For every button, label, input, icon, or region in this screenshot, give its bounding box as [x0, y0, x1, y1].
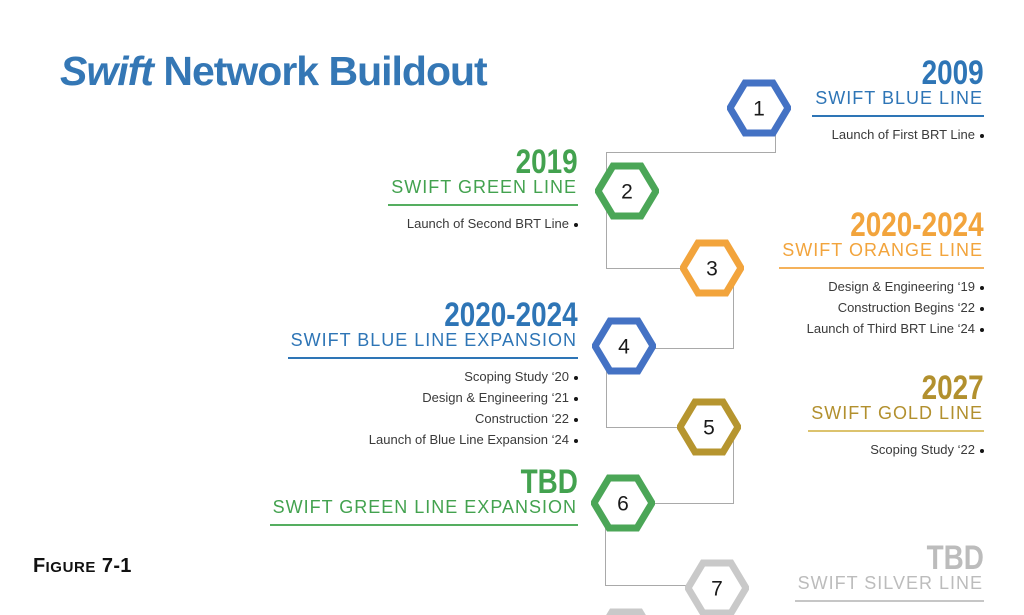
- bullet-dot-icon: [574, 397, 578, 401]
- connector-segment: [605, 585, 693, 586]
- milestone-bullet: Launch of First BRT Line: [554, 124, 984, 145]
- hexagon-node-5: 5: [677, 398, 741, 456]
- milestone-bullet-text: Launch of Blue Line Expansion ‘24: [368, 432, 569, 447]
- milestone-bullets: Launch of First BRT Line: [554, 124, 984, 145]
- milestone-year: 2019: [515, 143, 578, 181]
- milestone-line-name: SWIFT SILVER LINE: [794, 572, 984, 602]
- hexagon-shape: [727, 79, 791, 137]
- bullet-dot-icon: [980, 449, 984, 453]
- hexagon-number: 3: [706, 258, 718, 281]
- milestone-year: 2009: [921, 54, 984, 92]
- figure-number: 7-1: [101, 555, 132, 577]
- milestone-bullet-text: Scoping Study ‘20: [464, 369, 569, 384]
- milestone-bullet-text: Scoping Study ‘22: [870, 442, 975, 457]
- hexagon-node-cutoff: [606, 608, 646, 615]
- connector-segment: [606, 152, 776, 153]
- hexagon-node-2: 2: [595, 162, 659, 220]
- hexagon-shape: [592, 317, 656, 375]
- milestone-year: 2027: [921, 369, 984, 407]
- figure-word: F: [33, 555, 46, 577]
- milestone-bullets: Scoping Study ‘22: [554, 439, 984, 460]
- milestone-line-name: SWIFT ORANGE LINE: [779, 239, 984, 269]
- hexagon-node-4: 4: [592, 317, 656, 375]
- hexagon-number: 7: [711, 578, 723, 601]
- bullet-dot-icon: [980, 134, 984, 138]
- bullet-dot-icon: [980, 286, 984, 290]
- bullet-dot-icon: [574, 223, 578, 227]
- hexagon-number: 6: [617, 493, 629, 516]
- milestone-year: 2020-2024: [444, 296, 578, 334]
- bullet-dot-icon: [574, 439, 578, 443]
- milestone-bullet: Construction Begins ‘22: [554, 297, 984, 318]
- connector-segment: [606, 427, 684, 428]
- figure-label: FIGURE 7-1: [33, 555, 132, 577]
- title-rest: Network Buildout: [152, 48, 487, 94]
- hexagon-shape: [680, 239, 744, 297]
- milestone-bullet: Launch of Blue Line Expansion ‘24: [148, 429, 578, 450]
- hexagon-shape: [677, 398, 741, 456]
- milestone-year: 2020-2024: [850, 206, 984, 244]
- hexagon-shape: [606, 608, 646, 615]
- milestone-year: TBD: [520, 463, 578, 501]
- hexagon-node-1: 1: [727, 79, 791, 137]
- hexagon-number: 5: [703, 417, 715, 440]
- milestone-bullet: Design & Engineering ‘21: [148, 387, 578, 408]
- page-title: Swift Network Buildout: [60, 48, 488, 95]
- hexagon-shape: [591, 474, 655, 532]
- hexagon-node-7: 7: [685, 559, 749, 615]
- milestone-bullet-text: Launch of Third BRT Line ‘24: [806, 321, 975, 336]
- hexagon-number: 2: [621, 181, 633, 204]
- connector-segment: [733, 428, 734, 504]
- milestone-bullet-text: Launch of First BRT Line: [831, 127, 975, 142]
- milestone-bullet: Construction ‘22: [148, 408, 578, 429]
- milestone-bullet: Scoping Study ‘20: [148, 366, 578, 387]
- milestone-bullet-text: Construction ‘22: [475, 411, 569, 426]
- milestone-line-name: SWIFT GOLD LINE: [808, 402, 984, 432]
- connector-segment: [733, 278, 734, 349]
- hexagon-number: 1: [753, 98, 765, 121]
- milestone-line-name: SWIFT BLUE LINE EXPANSION: [287, 329, 578, 359]
- hexagon-shape: [685, 559, 749, 615]
- milestone-bullet: Design & Engineering ‘19: [554, 276, 984, 297]
- bullet-dot-icon: [980, 328, 984, 332]
- milestone-bullet-text: Launch of Second BRT Line: [406, 216, 569, 231]
- milestone-year: TBD: [926, 539, 984, 577]
- hexagon-shape: [595, 162, 659, 220]
- hexagon-node-3: 3: [680, 239, 744, 297]
- milestone-line-name: SWIFT GREEN LINE: [388, 176, 578, 206]
- brand-swift: Swift: [60, 48, 154, 94]
- connector-segment: [605, 503, 606, 586]
- milestone-bullet-text: Design & Engineering ‘19: [828, 279, 975, 294]
- milestone-bullet: Scoping Study ‘22: [554, 439, 984, 460]
- milestone-line-name: SWIFT BLUE LINE: [812, 87, 984, 117]
- connector-segment: [606, 347, 607, 428]
- bullet-dot-icon: [574, 376, 578, 380]
- milestone-bullet-text: Design & Engineering ‘21: [422, 390, 569, 405]
- hexagon-number: 4: [618, 336, 630, 359]
- connector-segment: [650, 348, 734, 349]
- milestone-line-name: SWIFT GREEN LINE EXPANSION: [269, 496, 578, 526]
- connector-segment: [606, 268, 691, 269]
- hexagon-node-6: 6: [591, 474, 655, 532]
- milestone-bullet: Launch of Second BRT Line: [148, 213, 578, 234]
- milestone-bullet-text: Construction Begins ‘22: [837, 300, 975, 315]
- bullet-dot-icon: [574, 418, 578, 422]
- milestone-bullet: Launch of Third BRT Line ‘24: [554, 318, 984, 339]
- bullet-dot-icon: [980, 307, 984, 311]
- connector-segment: [651, 503, 734, 504]
- milestone-bullets: Launch of Second BRT Line: [148, 213, 578, 234]
